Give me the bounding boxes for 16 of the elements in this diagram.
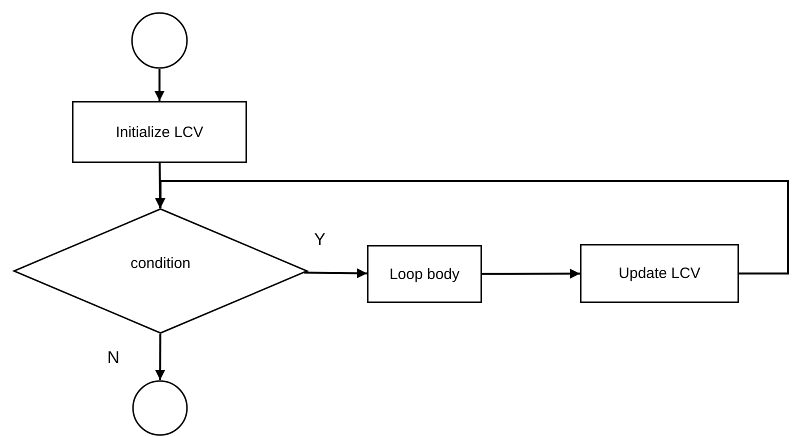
- process-box: [367, 245, 482, 303]
- terminal-circle: [131, 12, 188, 69]
- node-label: Update LCV: [618, 265, 700, 282]
- decision-diamond: [13, 208, 308, 334]
- node-label: Initialize LCV: [116, 124, 204, 140]
- node-label: condition: [130, 254, 191, 272]
- node-label: Loop body: [389, 266, 460, 282]
- arrow: [304, 268, 368, 278]
- arrow: [154, 69, 164, 101]
- arrow: [482, 268, 580, 279]
- process-box: [580, 244, 739, 303]
- edge-label: N: [106, 348, 121, 366]
- process-box: [72, 101, 247, 163]
- edge-label: Y: [313, 230, 327, 248]
- arrow: [155, 334, 166, 380]
- terminal-circle: [132, 380, 188, 436]
